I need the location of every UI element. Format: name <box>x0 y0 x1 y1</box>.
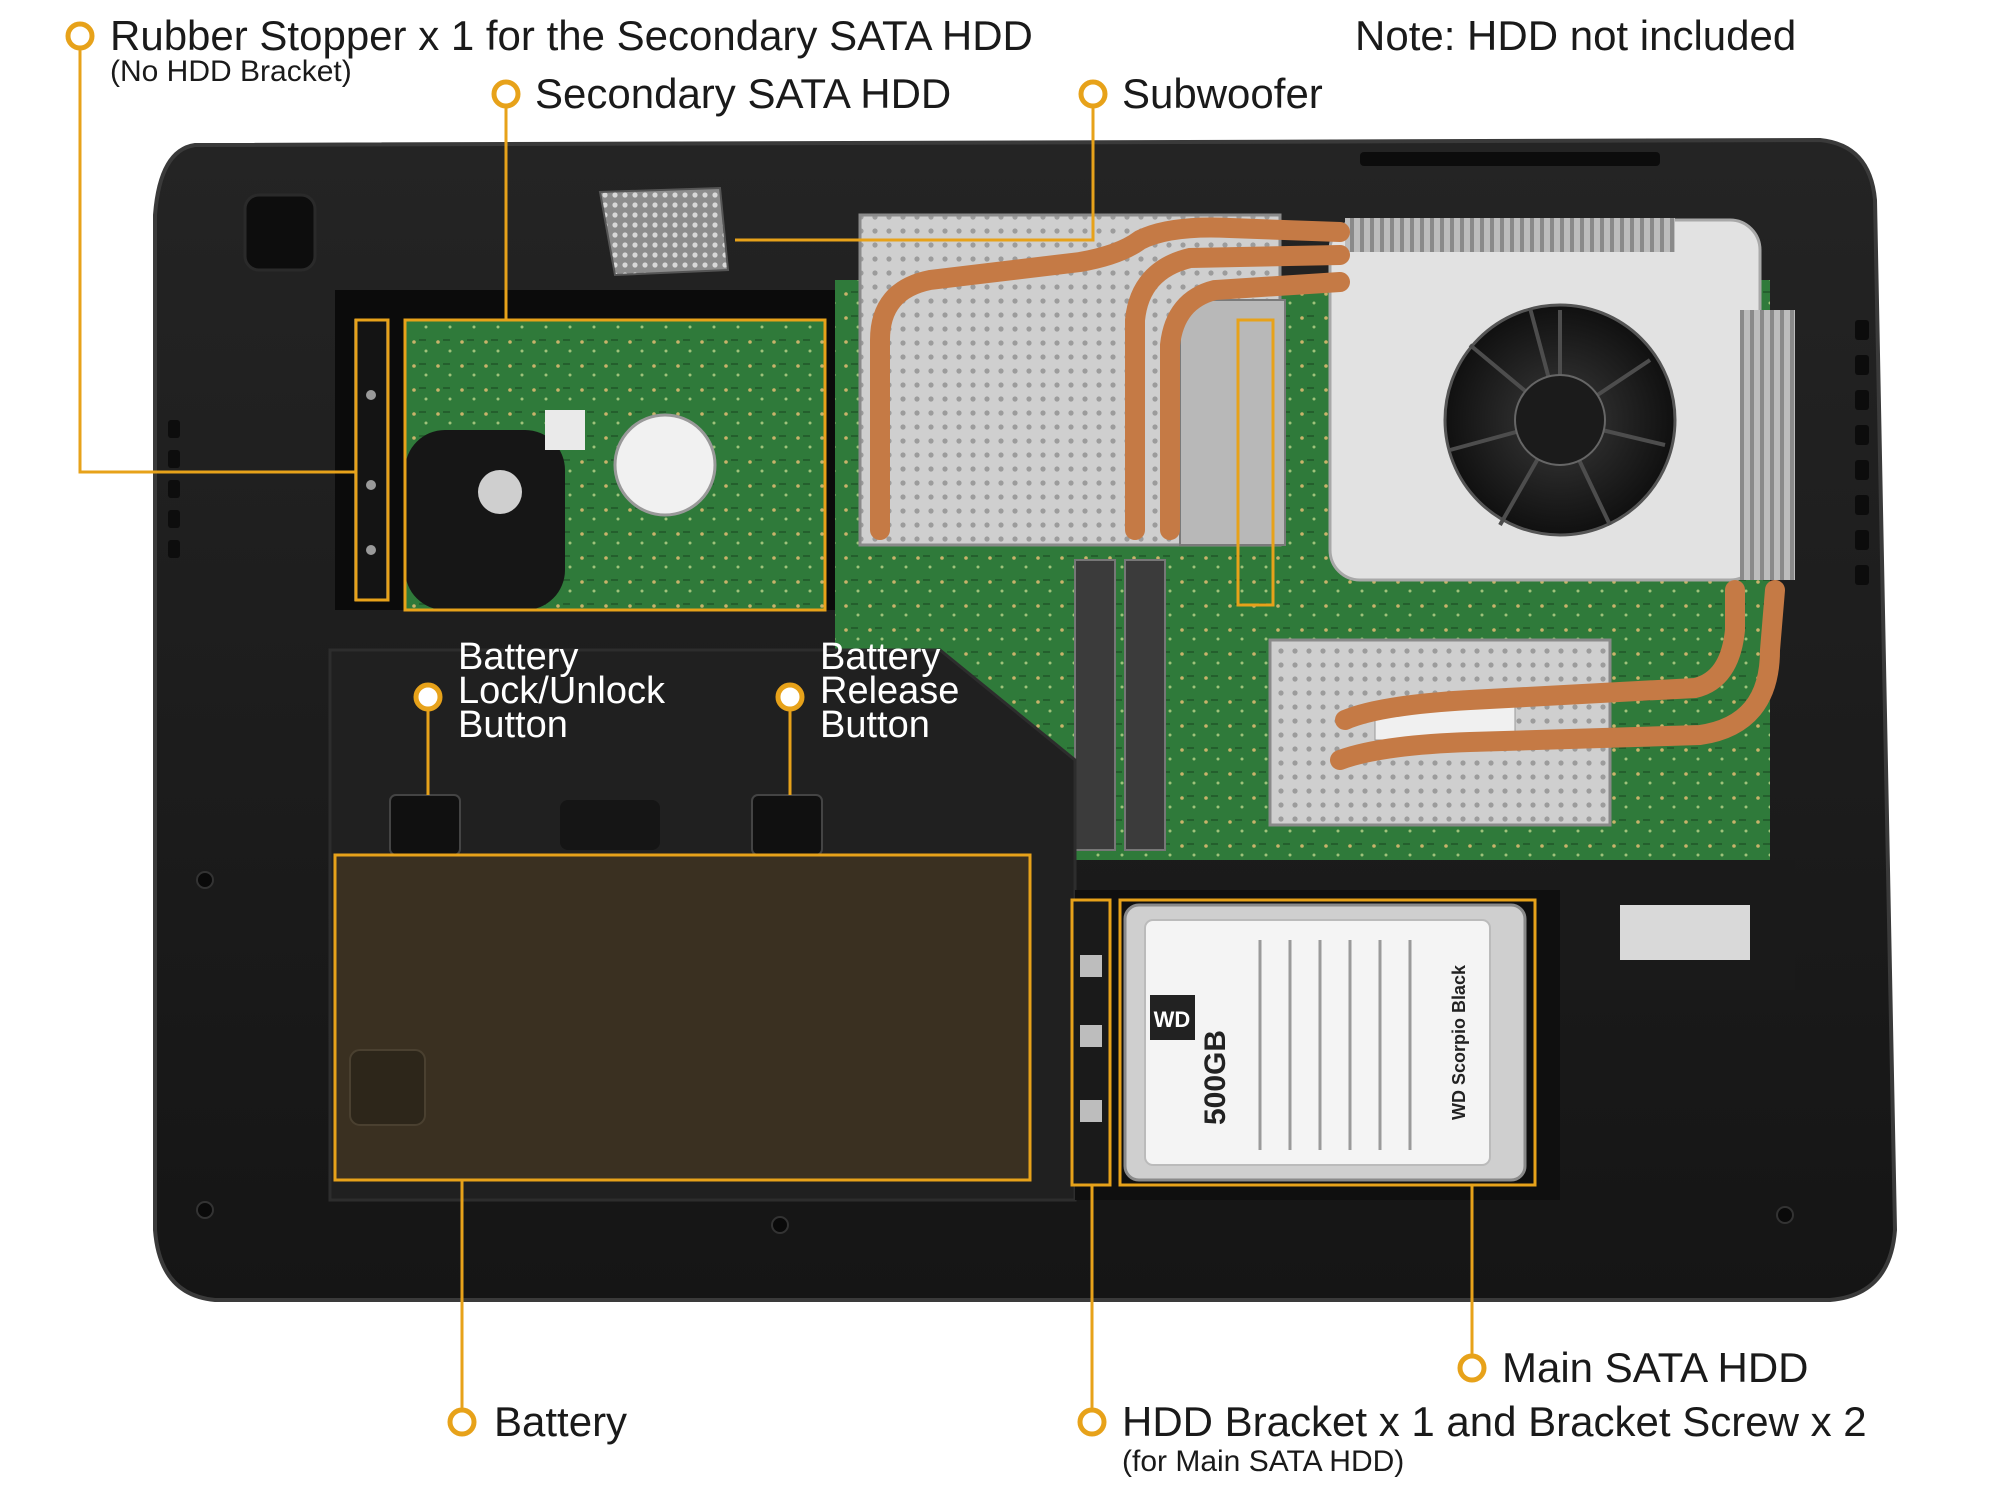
label-rubber-stopper-note: (No HDD Bracket) <box>110 55 352 88</box>
dot-hdd-bracket <box>1077 1407 1107 1437</box>
dot-battery-release <box>775 682 805 712</box>
secondary-hdd-label <box>545 410 585 450</box>
callouts <box>78 48 1537 1410</box>
left-vents <box>168 420 180 558</box>
highlight-rubber-stopper <box>354 318 390 602</box>
highlight-main-hdd <box>1118 898 1537 1187</box>
label-battery-lock-line3: Button <box>458 704 568 746</box>
secondary-hdd-controller-chip <box>613 413 717 517</box>
label-battery: Battery <box>494 1398 628 1445</box>
highlight-battery <box>333 853 1032 1182</box>
rear-vents <box>1360 152 1660 166</box>
label-main-hdd: Main SATA HDD <box>1502 1344 1809 1391</box>
rubber-foot <box>243 193 317 272</box>
dot-subwoofer <box>1078 79 1108 109</box>
label-battery-release-line1: Battery <box>820 636 941 678</box>
leader-rubber-stopper <box>78 48 356 474</box>
dot-main-hdd <box>1457 1353 1487 1383</box>
label-battery-lock-line1: Battery <box>458 636 579 678</box>
label-battery-release-line3: Button <box>820 704 930 746</box>
label-battery-release-line2: Release <box>820 670 960 712</box>
fan-fins <box>1345 218 1675 252</box>
leader-subwoofer <box>735 106 1095 242</box>
label-secondary-hdd: Secondary SATA HDD <box>535 70 952 117</box>
callout-dots <box>65 21 1487 1437</box>
label-rubber-stopper: Rubber Stopper x 1 for the Secondary SAT… <box>110 12 1033 59</box>
label-battery-lock-line2: Lock/Unlock <box>458 670 665 712</box>
battery-latch <box>560 800 660 850</box>
battery-pack <box>334 854 1031 1181</box>
side-vents <box>1855 320 1869 585</box>
dot-rubber-stopper <box>65 21 95 51</box>
ram-slot-2 <box>1124 559 1166 851</box>
battery-release-button-art <box>751 794 823 856</box>
heatsink-plate <box>1179 299 1286 546</box>
rubber-stopper-strip <box>354 319 388 601</box>
dot-battery-lock <box>413 682 443 712</box>
highlight-secondary-hdd <box>403 318 827 612</box>
label-battery-lock: Battery Lock/Unlock Button <box>458 636 665 746</box>
heat-pipes <box>870 217 1785 770</box>
main-hdd-sticker <box>1144 919 1491 1166</box>
main-hdd-capacity: 500GB <box>1199 1030 1232 1125</box>
main-hdd-brand: WD <box>1154 1007 1191 1032</box>
main-hdd-sticker-lines <box>1258 940 1412 1150</box>
fan-side-fins <box>1740 310 1795 580</box>
label-note: Note: HDD not included <box>1355 12 1797 59</box>
subwoofer-grille <box>598 186 730 277</box>
dot-battery <box>447 1407 477 1437</box>
label-battery-release: Battery Release Button <box>820 636 960 746</box>
label-subwoofer: Subwoofer <box>1122 70 1323 117</box>
ram-slot-1 <box>1074 559 1116 851</box>
main-hdd-model: WD Scorpio Black <box>1449 964 1469 1120</box>
battery-contact <box>349 1049 426 1126</box>
label-hdd-bracket: HDD Bracket x 1 and Bracket Screw x 2 <box>1122 1398 1867 1445</box>
main-hdd-logo-box <box>1150 995 1195 1040</box>
highlight-gpu-strip <box>1236 318 1275 607</box>
dot-secondary-hdd <box>491 79 521 109</box>
secondary-hdd-motor-area <box>405 430 565 610</box>
battery-lock-button-art <box>389 794 461 856</box>
label-hdd-bracket-note: (for Main SATA HDD) <box>1122 1445 1405 1478</box>
secondary-hdd-spindle <box>478 470 522 514</box>
